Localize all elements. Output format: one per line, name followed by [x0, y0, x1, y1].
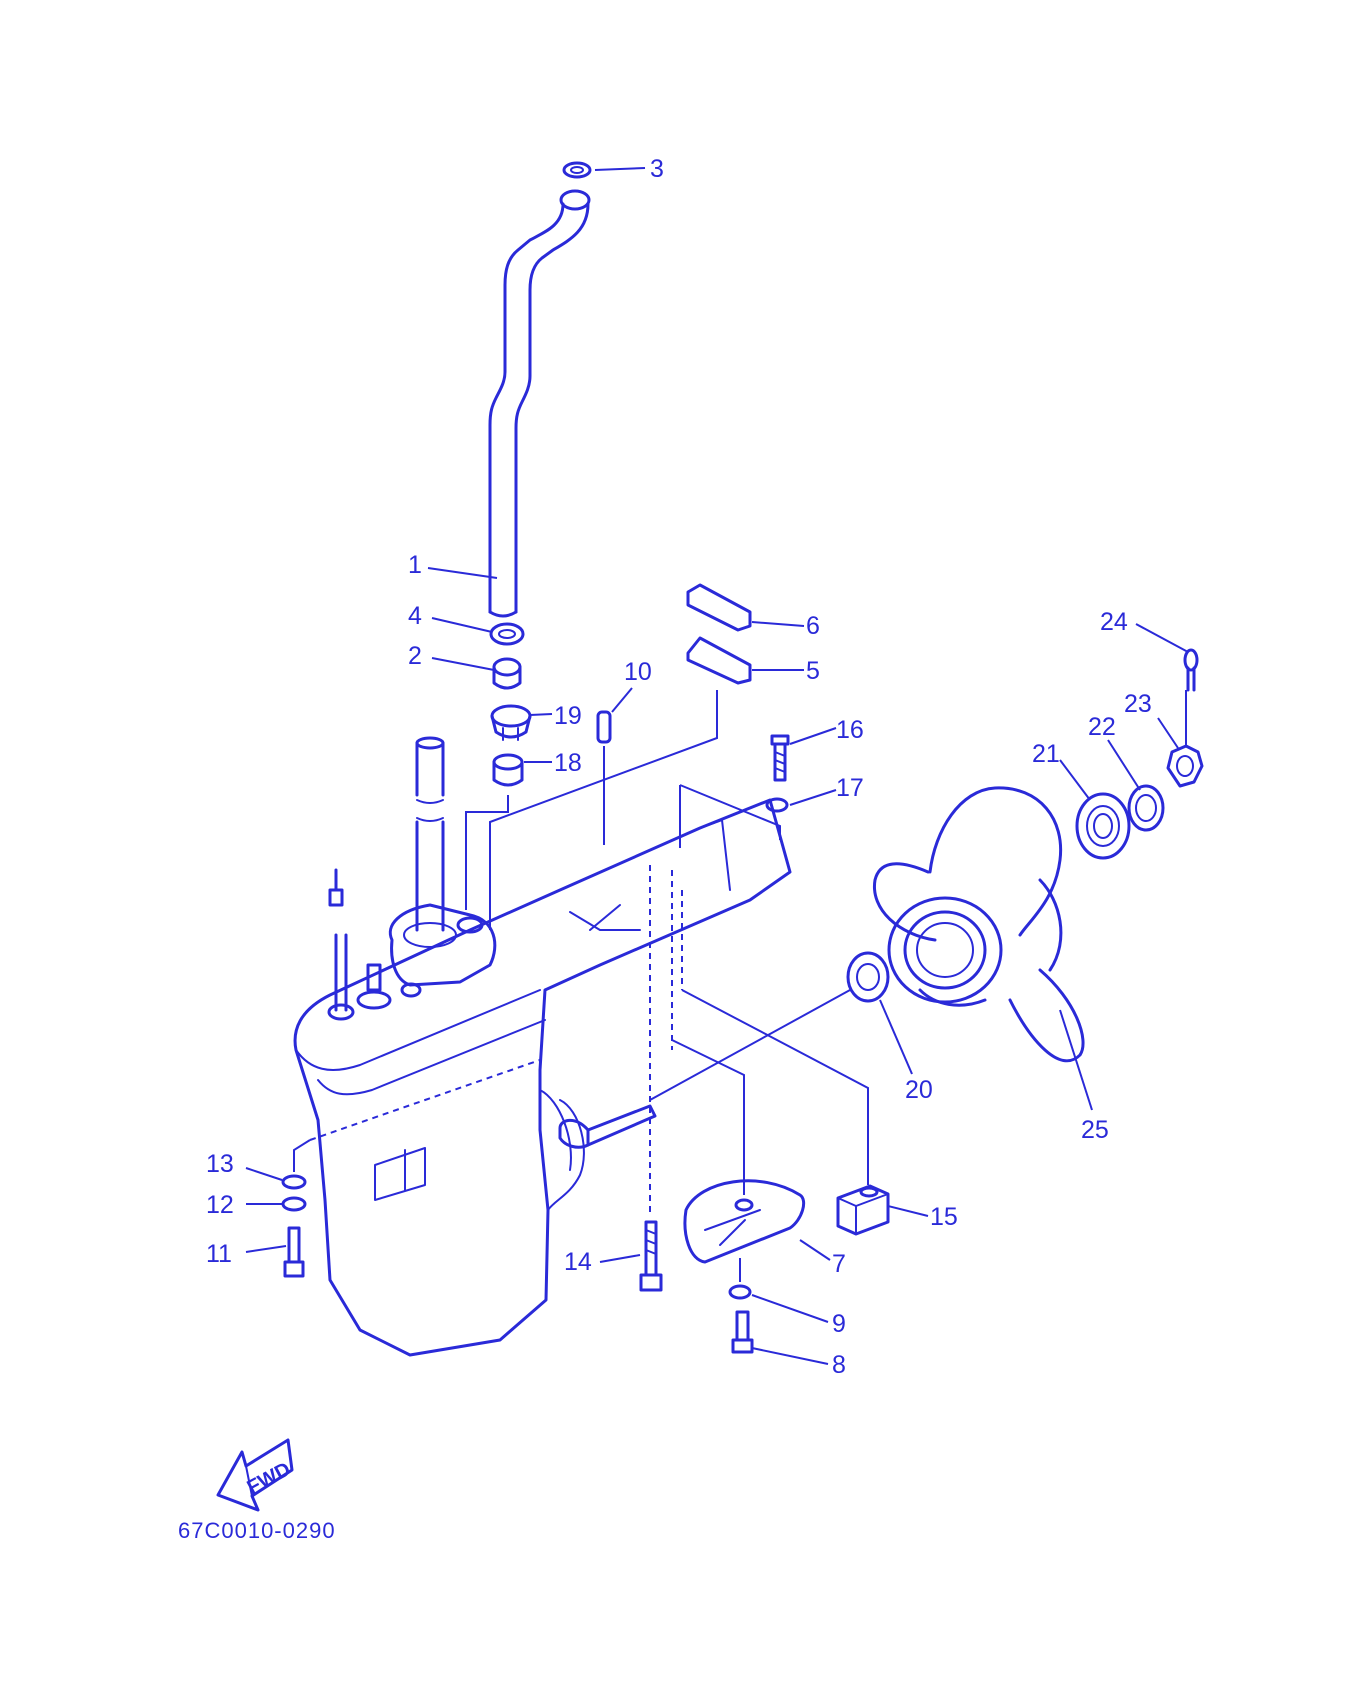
part-1-water-tube[interactable] — [488, 189, 591, 618]
callout-5: 5 — [806, 657, 820, 685]
diagram-code: 67C0010-0290 — [178, 1518, 336, 1543]
part-3-washer[interactable] — [562, 161, 592, 179]
part-2-grommet[interactable] — [492, 657, 522, 690]
part-4-grommet[interactable] — [489, 622, 525, 646]
part-22-spacer[interactable] — [1127, 784, 1165, 832]
part-10-dowel-pin[interactable] — [596, 710, 612, 744]
callout-22: 22 — [1088, 713, 1116, 741]
part-7-anode[interactable] — [683, 1179, 806, 1264]
callout-16: 16 — [836, 716, 864, 744]
part-20-spacer[interactable] — [846, 951, 890, 1003]
part-21-thrust-washer[interactable] — [1075, 792, 1131, 860]
drive-shaft[interactable] — [415, 736, 445, 932]
water-pump-housing[interactable] — [388, 903, 497, 987]
callout-leaders — [245, 167, 1189, 1365]
callout-10: 10 — [624, 658, 652, 686]
callout-12: 12 — [206, 1191, 234, 1219]
callout-20: 20 — [905, 1076, 933, 1104]
part-17-washer[interactable] — [765, 797, 789, 813]
callout-3: 3 — [650, 155, 664, 183]
callout-14: 14 — [564, 1248, 592, 1276]
callout-18: 18 — [554, 749, 582, 777]
callout-17: 17 — [836, 774, 864, 802]
callout-7: 7 — [832, 1250, 846, 1278]
callout-4: 4 — [408, 602, 422, 630]
part-23-propeller-nut[interactable] — [1166, 744, 1204, 788]
part-16-bolt[interactable] — [770, 734, 790, 782]
callout-11: 11 — [206, 1240, 232, 1268]
part-18-collar[interactable] — [492, 753, 524, 787]
callout-9: 9 — [832, 1310, 846, 1338]
callout-13: 13 — [206, 1150, 234, 1178]
callout-24: 24 — [1100, 608, 1128, 636]
assembly-guide-lines — [293, 690, 1187, 1282]
callout-15: 15 — [930, 1203, 958, 1231]
callout-19: 19 — [554, 702, 582, 730]
fwd-arrow-icon: FWD — [216, 1438, 294, 1512]
callout-labels: 1 2 3 4 5 6 7 8 9 10 11 12 13 14 15 16 1… — [206, 155, 1152, 1379]
callout-8: 8 — [832, 1351, 846, 1379]
callout-2: 2 — [408, 642, 422, 670]
part-13-washer[interactable] — [281, 1174, 307, 1190]
propeller-shaft[interactable] — [558, 1104, 657, 1149]
callout-21: 21 — [1032, 740, 1060, 768]
part-14-bolt[interactable] — [639, 1220, 663, 1292]
callout-1: 1 — [408, 551, 422, 579]
part-6-cover[interactable] — [686, 583, 752, 632]
part-19-seal[interactable] — [490, 704, 532, 741]
callout-6: 6 — [806, 612, 820, 640]
part-25-propeller[interactable] — [872, 786, 1085, 1063]
lower-casing[interactable] — [293, 798, 792, 1357]
part-24-cotter-pin[interactable] — [1183, 648, 1199, 692]
part-5-cover[interactable] — [686, 636, 752, 685]
shift-rod[interactable] — [327, 868, 422, 1021]
callout-25: 25 — [1081, 1116, 1109, 1144]
part-12-washer[interactable] — [281, 1196, 307, 1212]
part-15-anode-block[interactable] — [836, 1184, 890, 1236]
part-11-bolt[interactable] — [283, 1226, 305, 1278]
part-9-washer[interactable] — [728, 1284, 752, 1300]
part-8-bolt[interactable] — [731, 1310, 754, 1354]
callout-23: 23 — [1124, 690, 1152, 718]
